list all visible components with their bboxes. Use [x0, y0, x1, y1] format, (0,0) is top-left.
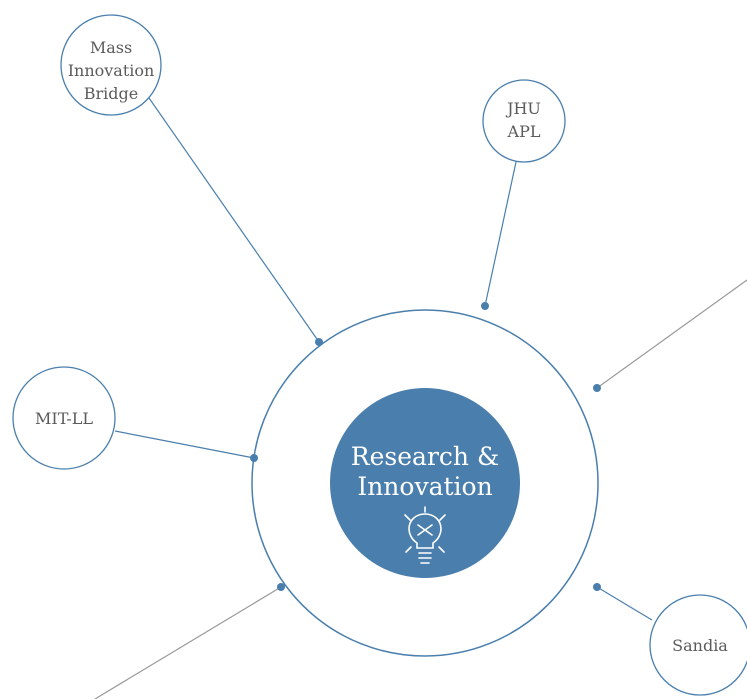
- connector-mit-ll: [114, 430, 255, 459]
- node-sandia-label: Sandia: [672, 636, 728, 655]
- node-mass-innovation-bridge[interactable]: Mass Innovation Bridge: [60, 14, 162, 116]
- node-jhu-apl[interactable]: JHU APL: [482, 79, 566, 163]
- node-mass-innovation-bridge-line3: Bridge: [84, 84, 138, 103]
- node-sandia[interactable]: Sandia: [649, 594, 747, 696]
- connector-offscreen-top-right: [596, 279, 747, 389]
- connector-offscreen-bottom-left: [94, 586, 282, 699]
- center-title-line1: Research &: [351, 442, 499, 471]
- connector-jhu-apl: [484, 161, 517, 307]
- ring-dot-sandia: [593, 583, 601, 591]
- ring-dot-bottom-left: [277, 583, 285, 591]
- lightbulb-icon: [404, 506, 446, 564]
- node-jhu-apl-line1: JHU: [505, 99, 541, 118]
- node-jhu-apl-line2: APL: [507, 122, 541, 141]
- center-title-line2: Innovation: [357, 472, 492, 501]
- node-mit-ll[interactable]: MIT-LL: [12, 366, 116, 470]
- connector-sandia: [596, 586, 653, 621]
- ring-dot-mit-ll: [250, 454, 258, 462]
- ring-dot-top-right: [593, 384, 601, 392]
- center-circle: [330, 388, 520, 578]
- connector-mass-innovation-bridge: [148, 97, 320, 343]
- node-mass-innovation-bridge-line1: Mass: [90, 38, 132, 57]
- node-mit-ll-label: MIT-LL: [35, 409, 93, 428]
- outer-ring: [251, 309, 599, 657]
- ring-dot-jhu-apl: [481, 302, 489, 310]
- ring-dot-mass-innovation-bridge: [315, 338, 323, 346]
- node-mass-innovation-bridge-line2: Innovation: [68, 61, 155, 80]
